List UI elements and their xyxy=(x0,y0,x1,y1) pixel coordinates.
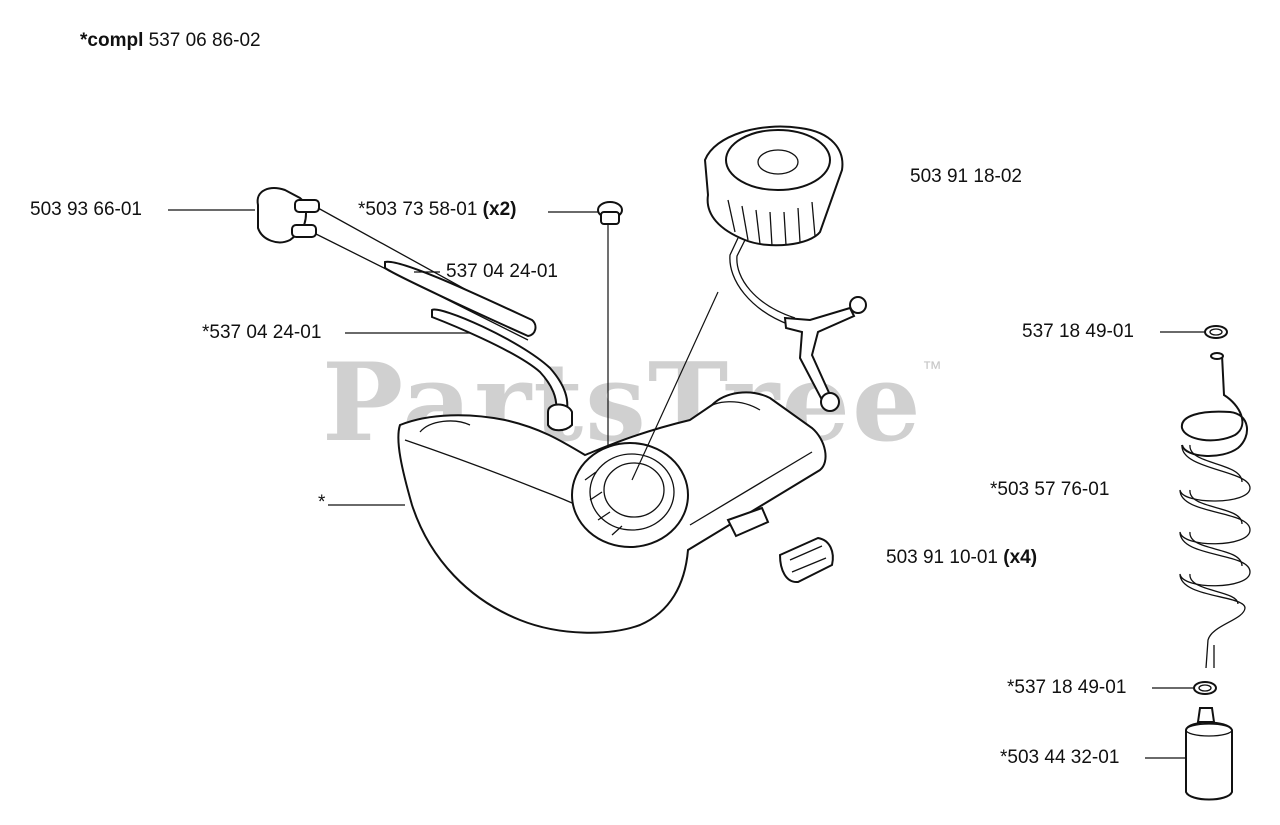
fuel-line-coil[interactable] xyxy=(1179,352,1251,669)
fuel-filter[interactable] xyxy=(1185,707,1233,801)
label-vibration-damper-qty: (x4) xyxy=(1003,547,1038,568)
label-fuel-line-coil[interactable]: *503 57 76-01 xyxy=(990,479,1110,500)
fuel-hose-suction[interactable] xyxy=(431,308,573,432)
label-grommet-qty: (x2) xyxy=(482,199,517,220)
o-ring-top[interactable] xyxy=(1204,325,1228,339)
label-primer-bulb[interactable]: 503 93 66-01 xyxy=(30,199,142,220)
label-o-ring-bottom[interactable]: *537 18 49-01 xyxy=(1007,677,1127,698)
label-fuel-hose-return[interactable]: 537 04 24-01 xyxy=(446,261,558,282)
trademark-mark: ™ xyxy=(922,358,942,380)
label-grommet-number: *503 73 58-01 xyxy=(358,199,478,220)
leader-lines xyxy=(168,209,1205,759)
label-fuel-filter[interactable]: *503 44 32-01 xyxy=(1000,747,1120,768)
label-vibration-damper-number: 503 91 10-01 xyxy=(886,547,998,568)
label-fuel-cap[interactable]: 503 91 18-02 xyxy=(910,166,1022,187)
fuel-tank[interactable] xyxy=(397,391,827,634)
label-vibration-damper[interactable]: 503 91 10-01 (x4) xyxy=(886,547,1037,569)
o-ring-bottom[interactable] xyxy=(1193,681,1217,695)
grommet[interactable] xyxy=(597,201,623,225)
assembly-title: *compl 537 06 86-02 xyxy=(80,30,261,52)
assembly-prefix: *compl xyxy=(80,30,144,51)
fuel-hose-return[interactable] xyxy=(384,260,537,338)
label-o-ring-top[interactable]: 537 18 49-01 xyxy=(1022,321,1134,342)
label-fuel-tank[interactable]: * xyxy=(318,492,326,513)
fuel-cap[interactable] xyxy=(703,125,867,412)
label-fuel-hose-suction[interactable]: *537 04 24-01 xyxy=(202,322,322,343)
label-grommet[interactable]: *503 73 58-01 (x2) xyxy=(358,199,516,221)
assembly-number: 537 06 86-02 xyxy=(148,30,261,51)
vibration-damper[interactable] xyxy=(726,506,834,584)
